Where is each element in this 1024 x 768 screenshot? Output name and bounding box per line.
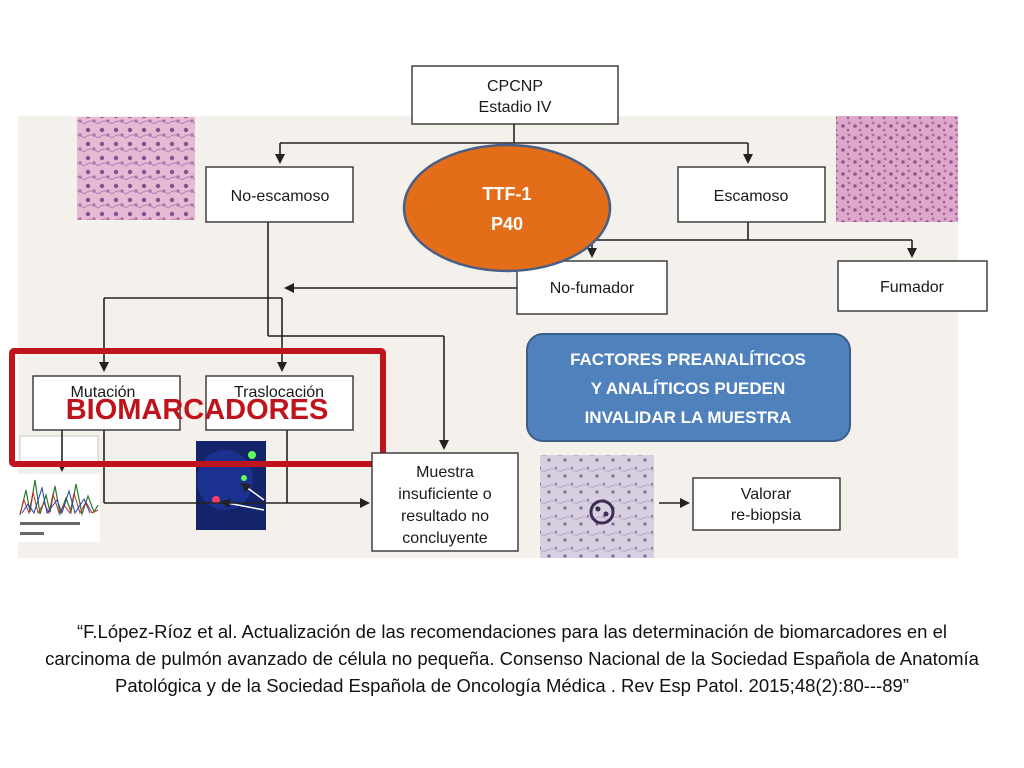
node-fumador: Fumador <box>837 260 988 312</box>
node-valorar-line2: re-biopsia <box>731 507 801 524</box>
histology-cell-highlight <box>589 499 615 525</box>
histology-image-left <box>77 117 195 220</box>
node-muestra-insuficiente: Muestra insuficiente o resultado no conc… <box>371 452 519 552</box>
node-muestra-line2: insuficiente o <box>398 486 491 503</box>
factores-callout: FACTORES PREANALÍTICOS Y ANALÍTICOS PUED… <box>526 333 851 442</box>
node-cpcnp-estadio-iv: CPCNP Estadio IV <box>411 65 619 125</box>
node-escamoso: Escamoso <box>677 166 826 223</box>
factores-line2: Y ANALÍTICOS PUEDEN <box>591 379 786 398</box>
factores-line1: FACTORES PREANALÍTICOS <box>570 350 806 369</box>
node-cpcnp-line2: Estadio IV <box>479 99 552 116</box>
node-mutacion: Mutación <box>32 375 181 431</box>
factores-line3: INVALIDAR LA MUESTRA <box>585 408 792 427</box>
connector-lines <box>99 124 917 508</box>
node-escamoso-label: Escamoso <box>714 188 789 205</box>
node-traslocacion: Traslocación <box>205 375 354 431</box>
node-fumador-label: Fumador <box>880 279 945 296</box>
marker-ttf1: TTF-1 <box>483 184 532 204</box>
node-no-escamoso-label: No-escamoso <box>231 188 330 205</box>
histology-image-right <box>836 116 958 222</box>
sequencing-chromatogram-image <box>18 435 100 542</box>
markers-ellipse: TTF-1 P40 <box>402 143 612 273</box>
biomarcadores-frame <box>9 348 386 467</box>
histology-image-bottom <box>540 455 654 558</box>
citation-text: “F.López-Ríoz et al. Actualización de la… <box>45 621 979 696</box>
node-mutacion-label: Mutación <box>71 384 136 401</box>
node-valorar-re-biopsia: Valorar re-biopsia <box>692 477 841 531</box>
fish-image <box>196 441 266 530</box>
node-valorar-line1: Valorar <box>741 486 792 503</box>
node-traslocacion-label: Traslocación <box>234 384 324 401</box>
node-no-fumador-label: No-fumador <box>550 280 635 297</box>
node-cpcnp-line1: CPCNP <box>487 78 543 95</box>
node-no-escamoso: No-escamoso <box>205 166 354 223</box>
node-muestra-line1: Muestra <box>416 464 474 481</box>
node-muestra-line3: resultado no <box>401 508 489 525</box>
marker-p40: P40 <box>491 214 523 234</box>
biomarcadores-label: BIOMARCADORES <box>66 394 329 426</box>
node-muestra-line4: concluyente <box>402 530 487 547</box>
node-no-fumador: No-fumador <box>516 260 668 315</box>
